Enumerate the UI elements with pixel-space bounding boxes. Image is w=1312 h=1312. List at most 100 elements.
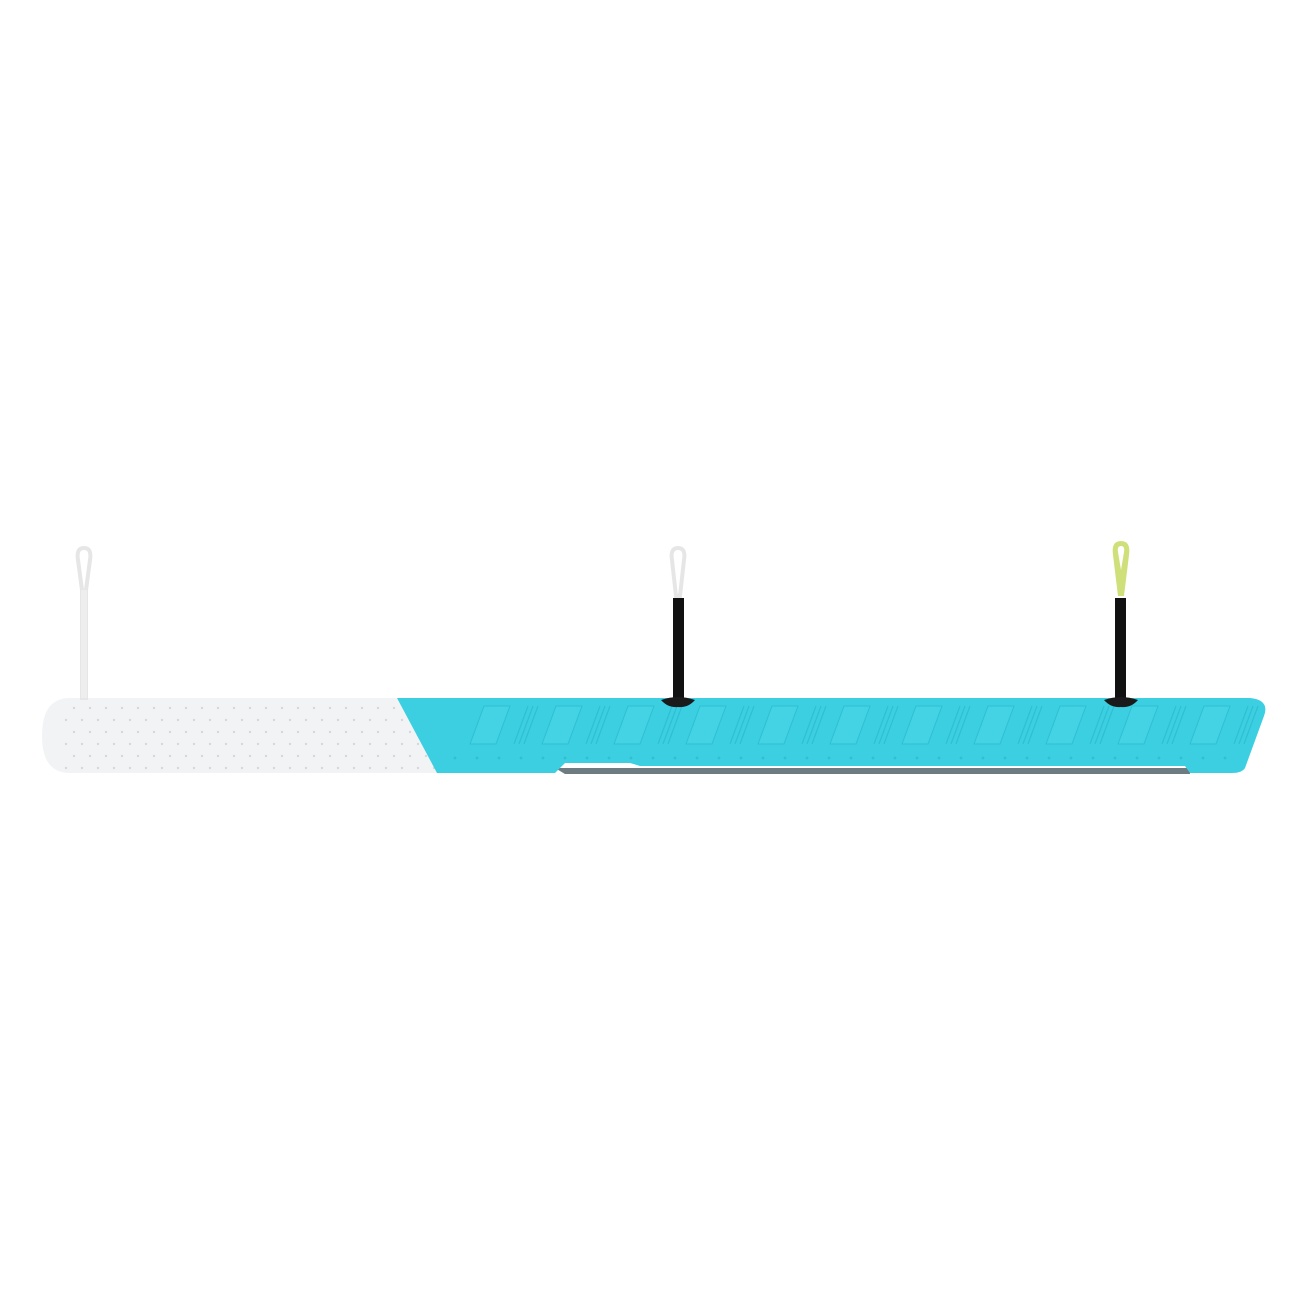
grip-dot bbox=[208, 766, 212, 770]
ridge-line bbox=[657, 705, 673, 745]
grip-dot bbox=[392, 706, 396, 710]
grip-dot bbox=[360, 754, 364, 758]
grip-dot bbox=[240, 742, 244, 746]
grip-dot-pattern bbox=[64, 706, 436, 770]
grip-dot bbox=[128, 742, 132, 746]
blue-body-section bbox=[397, 698, 1266, 773]
grip-dot bbox=[72, 730, 76, 734]
ridge-line bbox=[1243, 705, 1259, 745]
ridge-line bbox=[667, 705, 683, 745]
grip-dot bbox=[168, 754, 172, 758]
grip-dot bbox=[96, 742, 100, 746]
ridge-line bbox=[523, 705, 539, 745]
ridge-panel bbox=[1117, 705, 1159, 745]
grip-dot bbox=[280, 754, 284, 758]
grip-dot bbox=[264, 754, 268, 758]
grip-dot bbox=[184, 754, 188, 758]
body-dot bbox=[497, 756, 501, 760]
ridge-panel bbox=[829, 705, 871, 745]
ridge-line bbox=[945, 705, 961, 745]
grip-dot bbox=[344, 754, 348, 758]
body-dot bbox=[475, 756, 479, 760]
body-dot bbox=[871, 756, 875, 760]
grip-dot bbox=[184, 730, 188, 734]
grip-dot bbox=[312, 730, 316, 734]
grip-dot bbox=[208, 742, 212, 746]
grip-dot bbox=[96, 766, 100, 770]
body-dot bbox=[959, 756, 963, 760]
grip-dot bbox=[224, 718, 228, 722]
grip-dot bbox=[256, 718, 260, 722]
green-loop-rod-attachment-right bbox=[1104, 541, 1138, 708]
grip-dot bbox=[328, 730, 332, 734]
grip-dot bbox=[280, 706, 284, 710]
grip-dot bbox=[272, 766, 276, 770]
grip-dot bbox=[232, 754, 236, 758]
ridge-line bbox=[1022, 705, 1038, 745]
grip-dot bbox=[120, 706, 124, 710]
grip-dot bbox=[104, 754, 108, 758]
grip-dot bbox=[248, 706, 252, 710]
body-dot bbox=[1025, 756, 1029, 760]
body-dot bbox=[1135, 756, 1139, 760]
ridge-panel bbox=[973, 705, 1015, 745]
grip-dot bbox=[376, 754, 380, 758]
grip-dot bbox=[72, 706, 76, 710]
ridge-line bbox=[955, 705, 971, 745]
grip-dot bbox=[384, 718, 388, 722]
grip-dot bbox=[152, 706, 156, 710]
ridge-panel bbox=[469, 705, 511, 745]
grip-dot bbox=[216, 706, 220, 710]
body-dot bbox=[849, 756, 853, 760]
ridge-line bbox=[1027, 705, 1043, 745]
body-dot bbox=[1003, 756, 1007, 760]
ridge-panel bbox=[901, 705, 943, 745]
body-dot bbox=[695, 756, 699, 760]
ridge-line bbox=[585, 705, 601, 745]
ridge-line bbox=[1089, 705, 1105, 745]
grip-dot bbox=[216, 754, 220, 758]
body-dot bbox=[629, 756, 633, 760]
grip-dot bbox=[80, 718, 84, 722]
grip-dot bbox=[144, 766, 148, 770]
grip-dot bbox=[288, 766, 292, 770]
grip-dot bbox=[416, 766, 420, 770]
ridge-line bbox=[1094, 705, 1110, 745]
grip-dot bbox=[392, 754, 396, 758]
body-dot bbox=[893, 756, 897, 760]
grip-dot bbox=[80, 742, 84, 746]
body-dot bbox=[673, 756, 677, 760]
grip-dot bbox=[352, 766, 356, 770]
grip-dot bbox=[344, 730, 348, 734]
ridge-line bbox=[1171, 705, 1187, 745]
grip-dot bbox=[280, 730, 284, 734]
grip-dot bbox=[320, 766, 324, 770]
grip-dot bbox=[272, 742, 276, 746]
grip-dot bbox=[424, 754, 428, 758]
grip-dot bbox=[168, 730, 172, 734]
grip-dot bbox=[168, 706, 172, 710]
ridge-line bbox=[1017, 705, 1033, 745]
ridge-panel bbox=[685, 705, 727, 745]
grip-dot bbox=[112, 742, 116, 746]
ridge-line bbox=[734, 705, 750, 745]
ridge-line bbox=[662, 705, 678, 745]
ridge-line bbox=[873, 705, 889, 745]
grip-dot bbox=[80, 766, 84, 770]
grip-dot bbox=[96, 718, 100, 722]
grip-dot bbox=[312, 706, 316, 710]
grip-dot bbox=[304, 742, 308, 746]
body-dot bbox=[827, 756, 831, 760]
ridge-line bbox=[1161, 705, 1177, 745]
body-dot bbox=[1157, 756, 1161, 760]
body-dot bbox=[981, 756, 985, 760]
body-dot bbox=[1179, 756, 1183, 760]
grip-dot bbox=[232, 730, 236, 734]
grip-dot bbox=[336, 742, 340, 746]
grip-dot bbox=[328, 754, 332, 758]
grip-dot bbox=[160, 742, 164, 746]
grip-dot bbox=[384, 742, 388, 746]
grip-dot bbox=[336, 766, 340, 770]
grip-dot bbox=[88, 706, 92, 710]
